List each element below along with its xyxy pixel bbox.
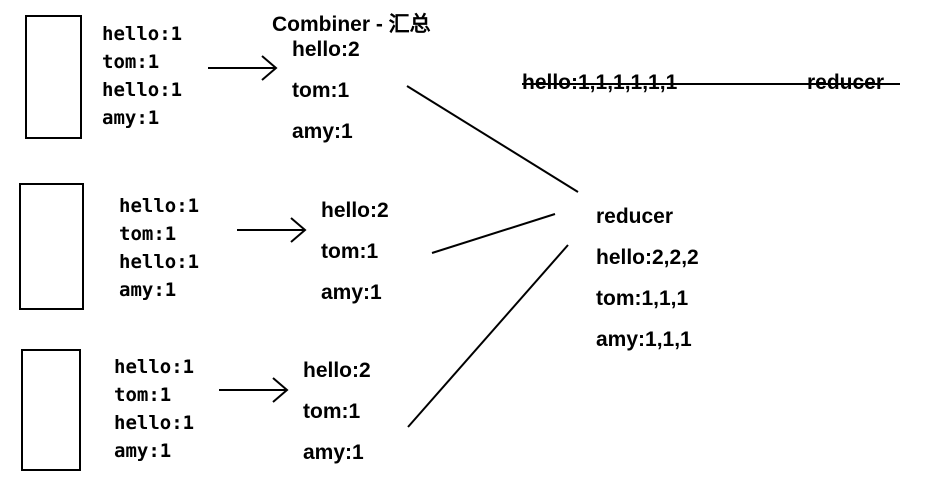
- reducer-line: amy:1,1,1: [596, 328, 692, 351]
- link-line-3: [407, 244, 569, 428]
- combiner-line: amy:1: [321, 281, 382, 304]
- combiner-output-3: hello:2 tom:1 amy:1: [303, 350, 371, 473]
- combiner-line: tom:1: [303, 400, 361, 423]
- mapper-output-2: hello:1 tom:1 hello:1 amy:1: [119, 192, 199, 304]
- reducer-label: reducer: [596, 205, 674, 228]
- reducer-block: reducer hello:2,2,2 tom:1,1,1 amy:1,1,1: [596, 196, 699, 360]
- mapper-box-1: [25, 15, 82, 139]
- reducer-line: hello:2,2,2: [596, 246, 699, 269]
- link-line-1: [406, 85, 579, 193]
- mapper-line: tom:1: [119, 223, 177, 245]
- combiner-line: tom:1: [321, 240, 379, 263]
- mapper-output-1: hello:1 tom:1 hello:1 amy:1: [102, 20, 182, 132]
- mapper-line: tom:1: [102, 51, 160, 73]
- link-line-2: [431, 213, 556, 254]
- crossed-out-values: hello:1,1,1,1,1,1: [522, 71, 678, 94]
- mapper-box-3: [21, 349, 81, 471]
- combiner-output-2: hello:2 tom:1 amy:1: [321, 190, 389, 313]
- mapper-line: hello:1: [114, 412, 195, 434]
- arrow-1: [208, 55, 278, 81]
- mapper-line: hello:1: [114, 356, 195, 378]
- combiner-line: amy:1: [292, 120, 353, 143]
- arrow-2: [237, 217, 307, 243]
- combiner-output-1: hello:2 tom:1 amy:1: [292, 29, 360, 152]
- mapper-box-2: [19, 183, 84, 310]
- combiner-line: amy:1: [303, 441, 364, 464]
- mapper-line: hello:1: [119, 251, 200, 273]
- combiner-line: hello:2: [321, 199, 389, 222]
- mapper-line: amy:1: [119, 279, 177, 301]
- diagram-title: Combiner - 汇总: [272, 13, 431, 36]
- arrow-3: [219, 377, 289, 403]
- mapper-line: hello:1: [102, 23, 183, 45]
- mapper-output-3: hello:1 tom:1 hello:1 amy:1: [114, 353, 194, 465]
- mapper-line: tom:1: [114, 384, 172, 406]
- mapper-line: amy:1: [114, 440, 172, 462]
- combiner-line: hello:2: [303, 359, 371, 382]
- crossed-out-reducer-label: reducer: [807, 71, 885, 94]
- combiner-line: tom:1: [292, 79, 350, 102]
- mapper-line: amy:1: [102, 107, 160, 129]
- reducer-line: tom:1,1,1: [596, 287, 689, 310]
- mapper-line: hello:1: [119, 195, 200, 217]
- combiner-line: hello:2: [292, 38, 360, 61]
- mapper-line: hello:1: [102, 79, 183, 101]
